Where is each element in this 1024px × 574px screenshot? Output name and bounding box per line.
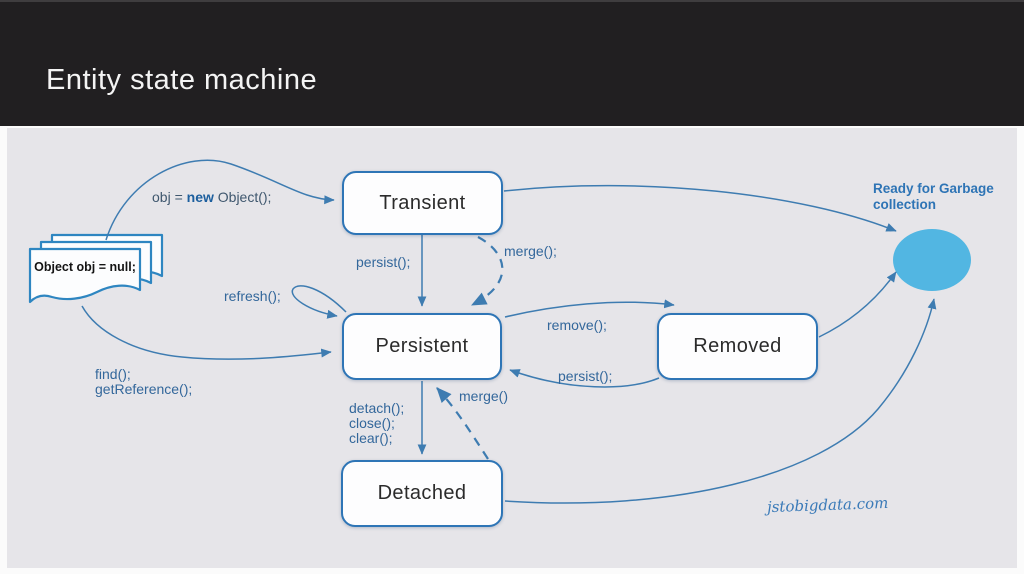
slide-header: Entity state machine bbox=[0, 0, 1024, 126]
label-garbage-collection: Ready for Garbage collection bbox=[873, 181, 994, 212]
label-new-object-prefix: obj = bbox=[152, 189, 187, 205]
state-removed: Removed bbox=[657, 313, 818, 380]
label-find-group: find(); getReference(); bbox=[95, 367, 192, 397]
label-merge-detached: merge() bbox=[459, 388, 509, 404]
label-find: find(); bbox=[95, 366, 131, 382]
label-new-keyword: new bbox=[186, 189, 214, 205]
label-remove: remove(); bbox=[547, 317, 607, 333]
page-title: Entity state machine bbox=[46, 64, 318, 96]
label-object-null: Object obj = null; bbox=[34, 260, 136, 274]
label-merge-transient: merge(); bbox=[504, 243, 557, 259]
state-persistent: Persistent bbox=[342, 313, 502, 380]
label-getreference: getReference(); bbox=[95, 381, 193, 397]
state-detached: Detached bbox=[341, 460, 503, 527]
label-detach-group: detach(); close(); clear(); bbox=[349, 401, 404, 446]
label-detach: detach(); bbox=[349, 400, 405, 416]
label-clear: clear(); bbox=[349, 430, 393, 446]
label-new-object: obj = new Object(); bbox=[152, 189, 271, 205]
label-close: close(); bbox=[349, 415, 395, 431]
label-persist-back: persist(); bbox=[558, 368, 613, 384]
state-transient: Transient bbox=[342, 171, 503, 235]
label-persist-down: persist(); bbox=[356, 254, 411, 270]
label-new-object-suffix: Object(); bbox=[213, 189, 272, 205]
label-refresh: refresh(); bbox=[224, 288, 281, 304]
